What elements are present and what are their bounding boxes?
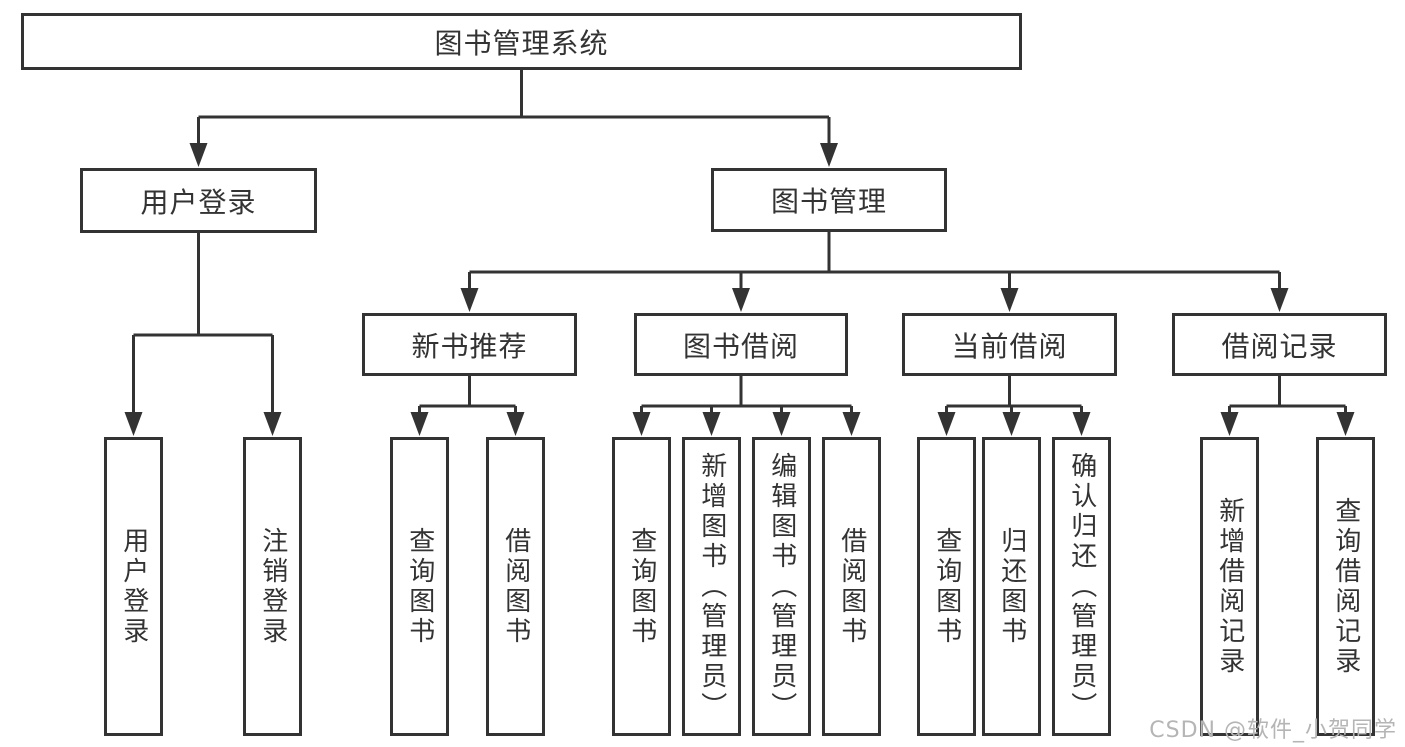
connector-book-mgmt-to-level2 (460, 232, 1289, 312)
arrowhead (189, 143, 208, 167)
node-borrow-books: 借阅图书 (822, 437, 881, 736)
node-query-books-current: 查询图书 (917, 437, 976, 736)
node-label: 图书管理系统 (434, 26, 609, 60)
node-label: 确认归还（管理员） (1066, 451, 1097, 722)
node-label: 查询图书 (404, 526, 435, 647)
node-query-borrow-record: 查询借阅记录 (1316, 437, 1375, 736)
node-label: 借阅图书 (500, 526, 531, 647)
node-logout: 注销登录 (243, 437, 302, 736)
node-new-book-recommend: 新书推荐 (362, 313, 577, 376)
watermark-text: CSDN @软件_小贺同学 (1149, 718, 1397, 743)
arrowhead (263, 412, 282, 436)
connector-borrow-to-children (632, 376, 861, 436)
node-borrow-books-recommend: 借阅图书 (486, 437, 545, 736)
node-label: 查询图书 (931, 526, 962, 647)
node-label: 新增图书（管理员） (696, 451, 727, 722)
arrowhead (820, 143, 838, 167)
arrowhead (124, 412, 143, 436)
node-query-books-borrow: 查询图书 (612, 437, 671, 736)
connector-user-login-to-children (124, 233, 282, 436)
node-return-books: 归还图书 (982, 437, 1041, 736)
node-label: 归还图书 (996, 526, 1027, 647)
arrowhead (842, 412, 861, 436)
node-add-books-admin: 新增图书（管理员） (682, 437, 741, 736)
arrowhead (702, 412, 721, 436)
node-book-borrow: 图书借阅 (634, 313, 848, 376)
node-label: 编辑图书（管理员） (766, 451, 797, 722)
arrowhead (1072, 412, 1091, 436)
node-label: 用户登录 (140, 185, 257, 219)
node-label: 新书推荐 (411, 329, 528, 363)
node-library-system: 图书管理系统 (21, 13, 1022, 70)
node-add-borrow-record: 新增借阅记录 (1200, 437, 1259, 736)
node-book-management: 图书管理 (711, 168, 947, 232)
node-query-books-recommend: 查询图书 (390, 437, 449, 736)
arrowhead (1220, 412, 1239, 436)
node-label: 查询图书 (626, 526, 657, 647)
node-label: 图书借阅 (682, 329, 799, 363)
arrowhead (772, 412, 791, 436)
node-label: 用户登录 (118, 526, 149, 647)
node-label: 当前借阅 (951, 329, 1068, 363)
node-label: 图书管理 (770, 185, 887, 218)
arrowhead (732, 288, 750, 312)
connector-records-to-children (1220, 376, 1355, 436)
node-label: 查询借阅记录 (1330, 496, 1361, 677)
node-confirm-return-admin: 确认归还（管理员） (1052, 437, 1111, 736)
node-borrow-records: 借阅记录 (1172, 313, 1387, 376)
arrowhead (410, 412, 429, 436)
arrowhead (1000, 288, 1019, 312)
arrowhead (460, 288, 479, 312)
arrowhead (937, 412, 956, 436)
arrowhead (1002, 412, 1021, 436)
node-user-login-leaf: 用户登录 (104, 437, 163, 736)
arrowhead (632, 412, 651, 436)
arrowhead (1270, 288, 1289, 312)
connector-root-to-level1 (189, 70, 838, 167)
node-label: 新增借阅记录 (1214, 496, 1245, 677)
node-label: 注销登录 (257, 526, 288, 647)
connector-current-to-children (937, 376, 1091, 436)
arrowhead (1336, 412, 1355, 436)
arrowhead (506, 412, 525, 436)
node-edit-books-admin: 编辑图书（管理员） (752, 437, 811, 736)
node-current-borrow: 当前借阅 (902, 313, 1117, 376)
node-user-login: 用户登录 (80, 168, 317, 233)
node-label: 借阅图书 (836, 526, 867, 647)
connector-new-rec-to-children (410, 376, 525, 436)
node-label: 借阅记录 (1221, 329, 1338, 363)
